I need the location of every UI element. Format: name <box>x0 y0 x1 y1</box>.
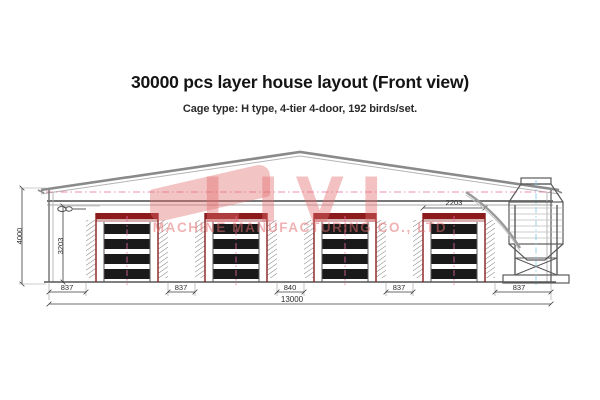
dimension-clear-height: 3203 <box>56 203 100 285</box>
dimension-cage-width: 2203 <box>420 198 488 211</box>
cage-row-3 <box>304 213 386 285</box>
dimension-overall-width-label: 13000 <box>281 295 304 304</box>
dimension-chain: 837 837 840 837 837 13000 <box>46 282 554 307</box>
dimension-aisle-4-label: 837 <box>513 283 526 292</box>
feed-silo <box>465 177 570 286</box>
dimension-clear-height-label: 3203 <box>56 238 65 255</box>
ceiling-fixture-icon <box>57 205 86 213</box>
dimension-overall-height-label: 4000 <box>15 228 24 245</box>
conveyor-pipe-icon <box>465 191 522 249</box>
dimension-center-aisle-label: 840 <box>284 283 297 292</box>
layout-drawing: 2203 4000 3203 837 <box>0 130 600 320</box>
dimension-aisle-3-label: 837 <box>393 283 406 292</box>
page-title: 30000 pcs layer house layout (Front view… <box>130 72 470 92</box>
cage-row-1 <box>86 213 168 285</box>
page-subtitle: Cage type: H type, 4-tier 4-door, 192 bi… <box>182 103 418 115</box>
dimension-aisle-1-label: 837 <box>61 283 74 292</box>
cage-row-2 <box>195 213 277 285</box>
dimension-overall-height: 4000 <box>15 185 46 287</box>
dimension-cage-width-label: 2203 <box>446 198 463 207</box>
dimension-aisle-2-label: 837 <box>175 283 188 292</box>
cage-row-4 <box>413 213 495 285</box>
